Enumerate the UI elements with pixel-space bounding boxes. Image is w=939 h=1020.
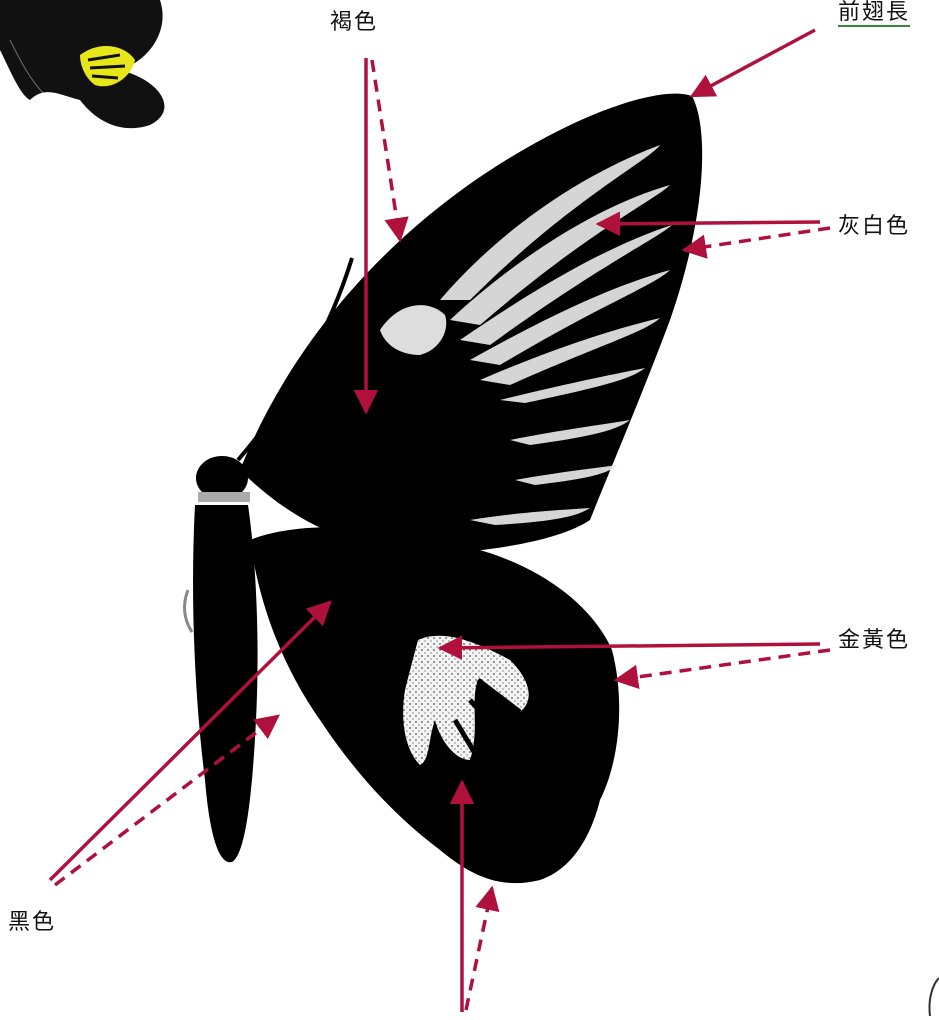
forewing (240, 94, 702, 555)
label-golden-yellow: 金黃色 (838, 630, 910, 652)
inset-butterfly-fragment (0, 0, 164, 128)
label-gray-white: 灰白色 (838, 216, 910, 238)
label-forewing-length: 前翅長 (838, 2, 910, 27)
label-brown: 褐色 (330, 12, 378, 34)
label-black: 黑色 (8, 912, 56, 934)
butterfly-body (185, 456, 258, 862)
hindwing (250, 527, 619, 889)
corner-fragment (929, 978, 939, 1016)
